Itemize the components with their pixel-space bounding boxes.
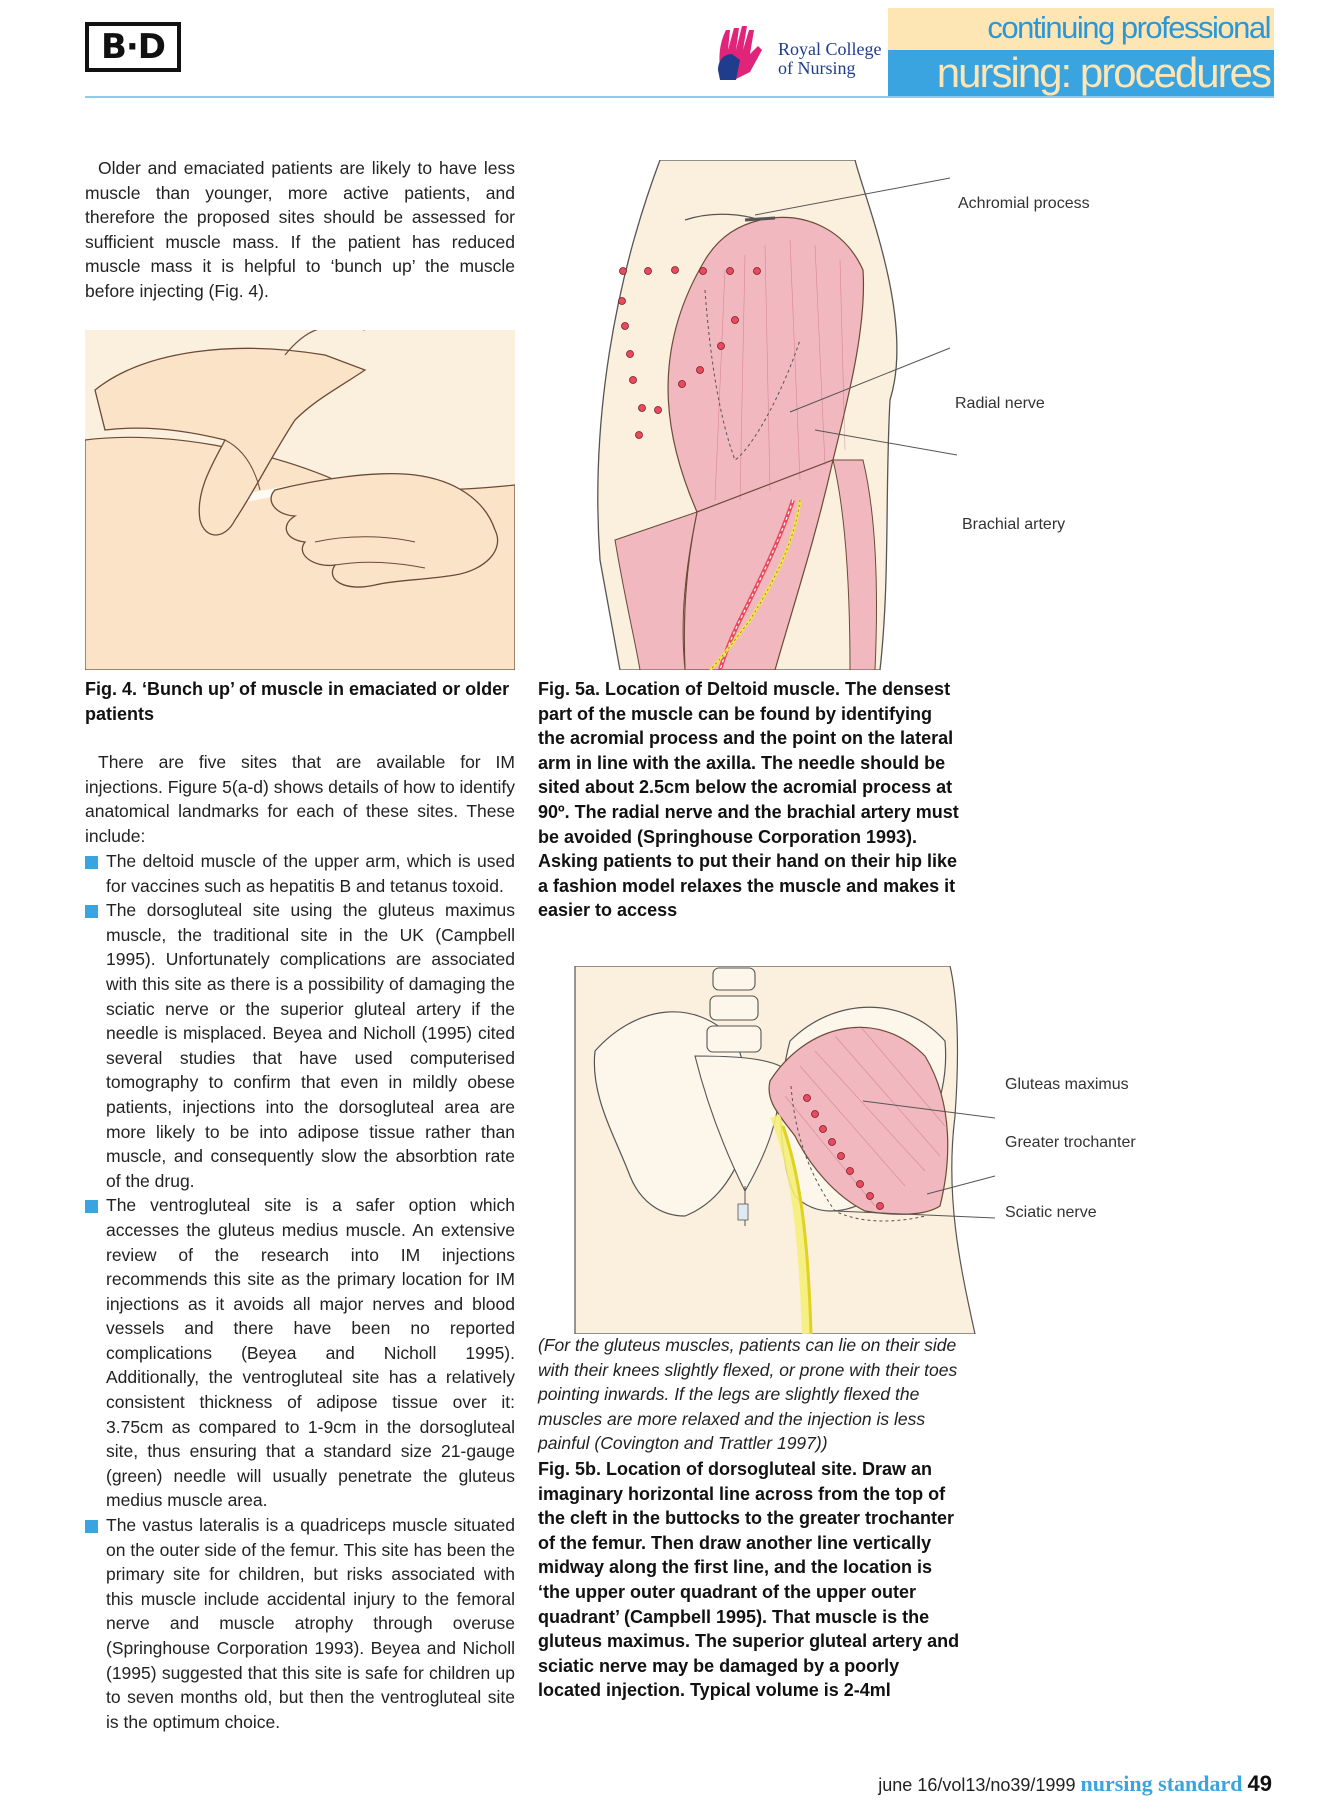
fig5a-caption: Fig. 5a. Location of Deltoid muscle. The… [538,679,959,921]
header-rule [85,96,1274,98]
rcn-hand-logo [718,26,762,80]
bullet-square-icon [85,1520,98,1534]
label-achromial-process: Achromial process [958,195,1090,212]
rcn-wordmark: Royal College of Nursing [778,40,881,78]
section-band [888,50,1274,96]
fig5b-dorsogluteal-illustration [574,966,996,1334]
list-item: The dorsogluteal site using the gluteus … [85,898,515,1193]
list-item: The vastus lateralis is a quadriceps mus… [85,1513,515,1734]
list-item-text: The ventrogluteal site is a safer option… [106,1195,515,1511]
bullet-square-icon [85,905,98,919]
list-item-text: The deltoid muscle of the upper arm, whi… [106,851,515,896]
label-radial-nerve: Radial nerve [955,395,1045,412]
injection-sites-list: The deltoid muscle of the upper arm, whi… [85,849,515,1734]
list-item: The ventrogluteal site is a safer option… [85,1193,515,1513]
sites-intro-paragraph: There are five sites that are available … [85,752,515,846]
journal-name: nursing standard [1080,1771,1243,1796]
fig5a-deltoid-illustration [597,160,958,670]
label-gluteas-maximus: Gluteas maximus [1005,1076,1129,1093]
section-heading: nursing: procedures [936,49,1272,96]
issue-info: june 16/vol13/no39/1999 [878,1775,1076,1795]
label-brachial-artery: Brachial artery [962,516,1066,533]
label-sciatic-nerve: Sciatic nerve [1005,1204,1097,1221]
bullet-square-icon [85,1200,98,1214]
list-item-text: The vastus lateralis is a quadriceps mus… [106,1515,515,1732]
page-footer: june 16/vol13/no39/1999 nursing standard… [878,1771,1272,1797]
fig5b-note: (For the gluteus muscles, patients can l… [538,1335,958,1454]
intro-paragraph: Older and emaciated patients are likely … [85,158,515,301]
cpd-band [888,8,1274,50]
rcn-line1: Royal College [778,39,882,59]
fig5b-caption: Fig. 5b. Location of dorsogluteal site. … [538,1459,960,1701]
bd-logo: B·D [85,22,181,72]
label-greater-trochanter: Greater trochanter [1005,1134,1136,1151]
bullet-square-icon [85,856,98,869]
page-number: 49 [1247,1771,1272,1796]
list-item-text: The dorsogluteal site using the gluteus … [106,900,515,1191]
fig4-illustration [85,330,515,670]
rcn-line2: of Nursing [778,58,856,78]
fig4-caption: Fig. 4. ‘Bunch up’ of muscle in emaciate… [85,679,510,724]
list-item: The deltoid muscle of the upper arm, whi… [85,849,515,898]
